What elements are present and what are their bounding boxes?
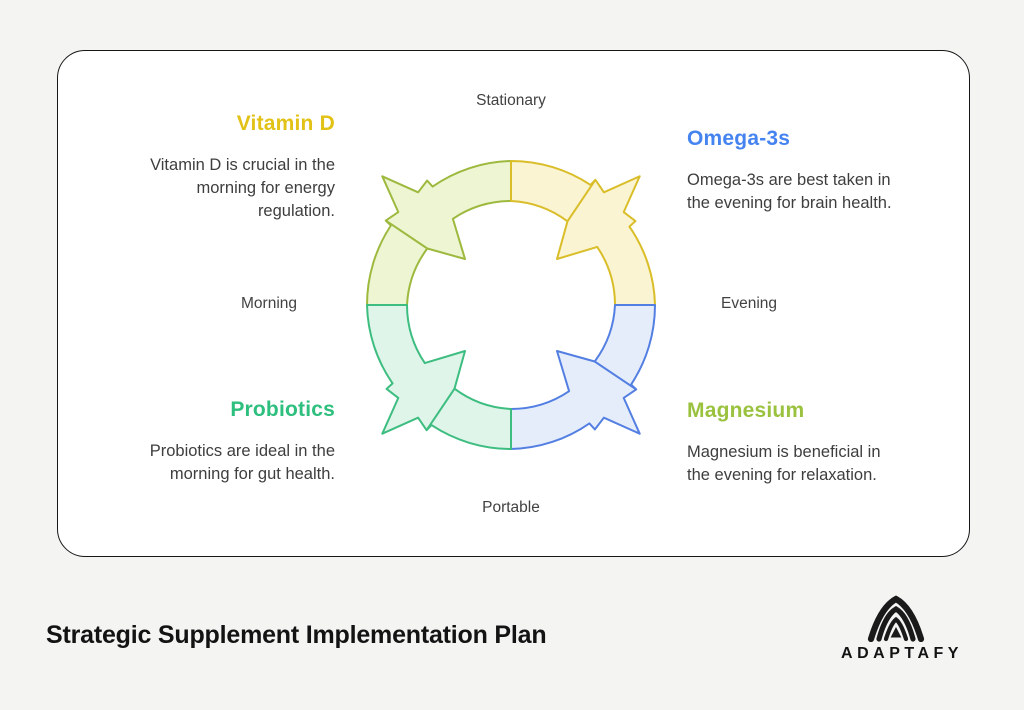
supplement-description-omega-3s: Omega-3s are best taken in the evening f… [687,171,892,212]
wheel-segment-top-left [366,160,512,306]
mountain-chevron-icon [867,595,925,642]
axis-label-evening: Evening [720,295,778,312]
brand-name: ADAPTAFY [841,645,963,662]
wheel-segment-bottom-right [510,304,656,450]
axis-label-morning: Morning [241,295,297,312]
axis-label-portable: Portable [482,499,540,516]
wheel-segment-top-right [510,160,656,306]
supplement-block-omega-3s: Omega-3s Omega-3s are best taken in the … [687,125,892,215]
diagram-card [57,50,970,557]
supplement-title-omega-3s: Omega-3s [687,127,791,150]
cycle-wheel-diagram [366,160,656,450]
supplement-title-vitamin-d: Vitamin D [236,112,335,135]
supplement-title-magnesium: Magnesium [687,399,805,422]
supplement-block-magnesium: Magnesium Magnesium is beneficial in the… [687,397,881,487]
supplement-block-vitamin-d: Vitamin D Vitamin D is crucial in the mo… [150,110,335,223]
supplement-description-probiotics: Probiotics are ideal in the morning for … [149,442,335,483]
page-title: Strategic Supplement Implementation Plan [46,621,547,649]
supplement-block-probiotics: Probiotics Probiotics are ideal in the m… [150,396,335,486]
supplement-description-magnesium: Magnesium is beneficial in the evening f… [687,443,881,484]
axis-label-stationary: Stationary [476,92,546,109]
wheel-segment-bottom-left [366,304,512,450]
supplement-description-vitamin-d: Vitamin D is crucial in the morning for … [150,156,335,220]
supplement-title-probiotics: Probiotics [230,398,335,421]
